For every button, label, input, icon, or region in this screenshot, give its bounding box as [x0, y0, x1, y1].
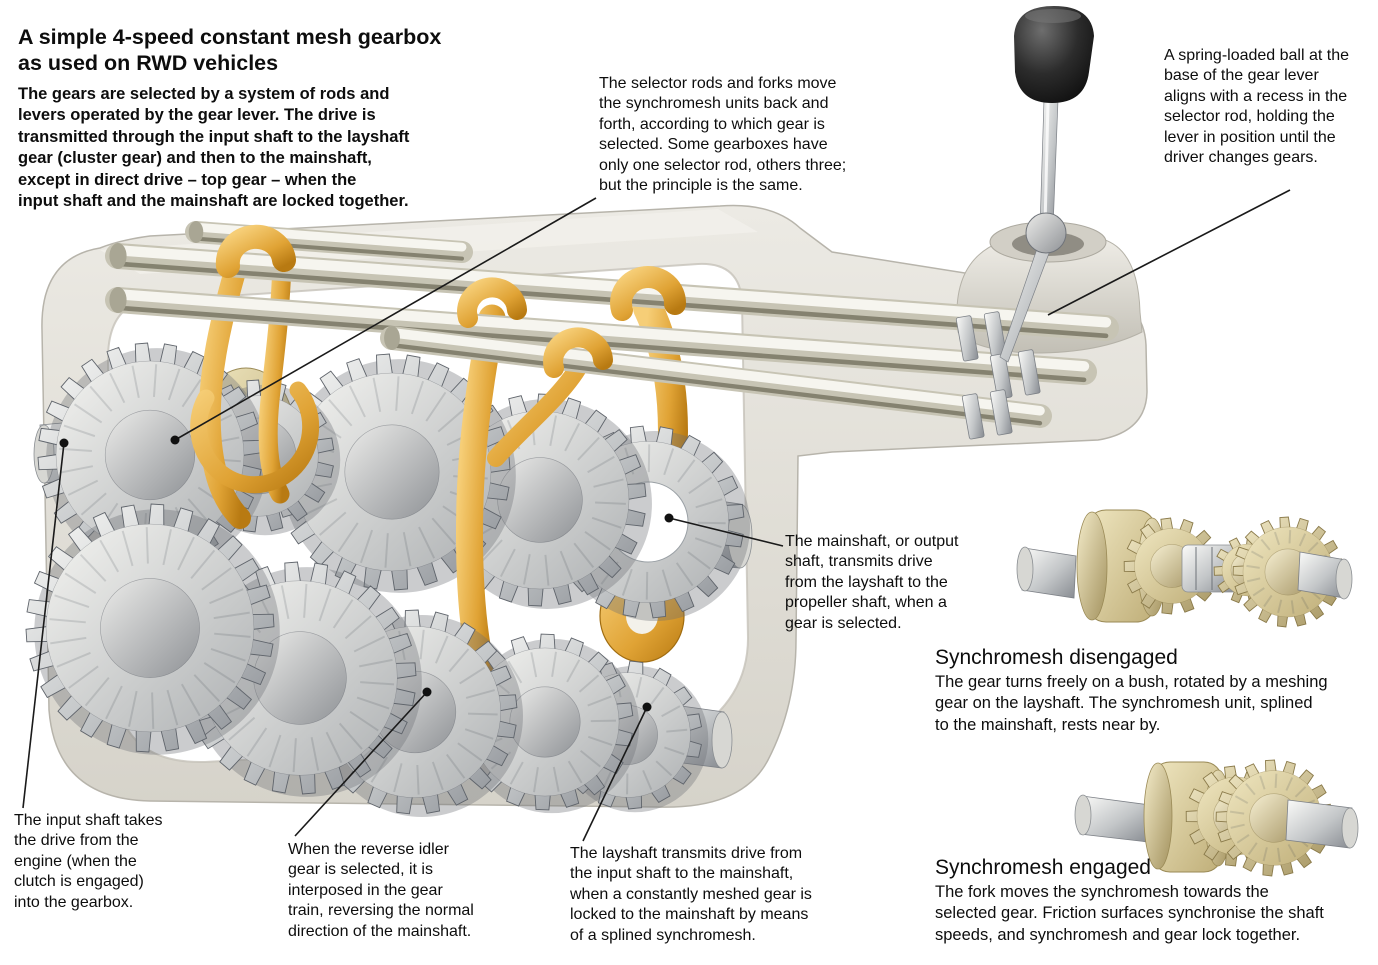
annotation-layshaft: The layshaft transmits drive from the in… [570, 845, 812, 944]
eng-left-shaft [1074, 794, 1151, 843]
fork-rod-hooks [215, 224, 686, 378]
annotation-input-shaft: The input shaft takes the drive from the… [14, 812, 163, 911]
selector-rod-3 [380, 326, 1052, 428]
layshaft-gear-1 [25, 503, 280, 755]
body-synchromesh-engaged: The fork moves the synchromesh towards t… [935, 883, 1324, 944]
layshaft-gear-cluster [25, 503, 709, 817]
selector-fork-middle [456, 304, 587, 686]
heading-synchromesh-disengaged: Synchromesh disengaged [935, 646, 1178, 669]
leader-lines [22, 189, 1291, 842]
eng-right-shaft [1285, 799, 1359, 849]
synchromesh-engaged-figure [1074, 759, 1359, 877]
dis-right-shaft [1297, 551, 1353, 600]
heading-synchromesh-engaged: Synchromesh engaged [935, 856, 1151, 879]
intro-text: The gears are selected by a system of ro… [18, 85, 410, 211]
gear-lever [999, 6, 1094, 363]
synchromesh-disengaged-figure [1016, 509, 1353, 628]
annotation-reverse-idler: When the reverse idler gear is selected,… [288, 841, 474, 940]
dis-left-shaft [1016, 546, 1077, 599]
dis-gear [1232, 516, 1344, 628]
body-synchromesh-disengaged: The gear turns freely on a bush, rotated… [935, 673, 1328, 734]
annotation-selector-rods: The selector rods and forks move the syn… [599, 75, 847, 195]
selector-gates [955, 311, 1041, 440]
gear-knob [1014, 6, 1094, 103]
annotation-mainshaft: The mainshaft, or output shaft, transmit… [785, 533, 959, 632]
annotation-spring-ball: A spring-loaded ball at the base of the … [1164, 47, 1350, 167]
eng-gear [1215, 759, 1333, 877]
page-title: A simple 4-speed constant mesh gearbox a… [18, 25, 442, 76]
